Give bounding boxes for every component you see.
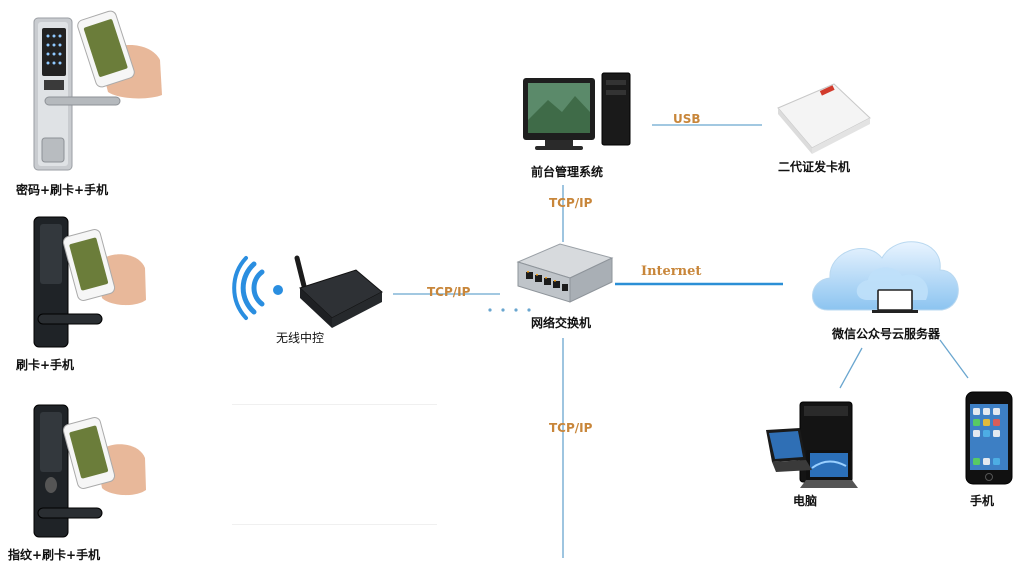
wireless-controller-label: 无线中控 <box>276 331 325 345</box>
switch-label: 网络交换机 <box>531 316 592 330</box>
id-card-issuer-label: 二代证发卡机 <box>778 160 851 174</box>
faint-divider <box>232 524 437 525</box>
lock-password-label: 密码+刷卡+手机 <box>16 183 109 197</box>
computer-label: 电脑 <box>793 494 818 508</box>
smartphone-icon <box>965 391 1013 485</box>
door-lock-keypad-with-phone-icon <box>33 10 162 171</box>
cloud-to-mobile-line <box>939 339 969 379</box>
cloud-server-icon <box>812 241 959 313</box>
faint-divider <box>232 404 437 405</box>
front-desk-label: 前台管理系统 <box>531 165 604 179</box>
door-lock-fingerprint-with-phone-icon <box>33 404 146 538</box>
cloud-server-label: 微信公众号云服务器 <box>832 327 941 341</box>
connection-lines <box>393 124 969 558</box>
card-issuer-icon <box>777 83 871 154</box>
wireless-router-icon <box>232 255 383 328</box>
mobile-label: 手机 <box>970 494 995 508</box>
desktop-computer-icon <box>523 72 631 150</box>
lock-card-label: 刷卡+手机 <box>16 358 75 372</box>
lock-fingerprint-label: 指纹+刷卡+手机 <box>8 548 101 562</box>
usb-protocol-label: USB <box>673 112 701 126</box>
laptop-and-tower-icon <box>766 401 858 488</box>
tcpip-top-protocol-label: TCP/IP <box>549 196 593 210</box>
wireless-dots <box>488 308 531 312</box>
network-switch-icon <box>516 243 614 303</box>
door-lock-with-phone-icon <box>33 216 146 348</box>
tcpip-bottom-protocol-label: TCP/IP <box>549 421 593 435</box>
internet-protocol-label: Internet <box>641 264 702 279</box>
cloud-to-computer-line <box>839 347 863 389</box>
tcpip-left-protocol-label: TCP/IP <box>427 285 471 299</box>
